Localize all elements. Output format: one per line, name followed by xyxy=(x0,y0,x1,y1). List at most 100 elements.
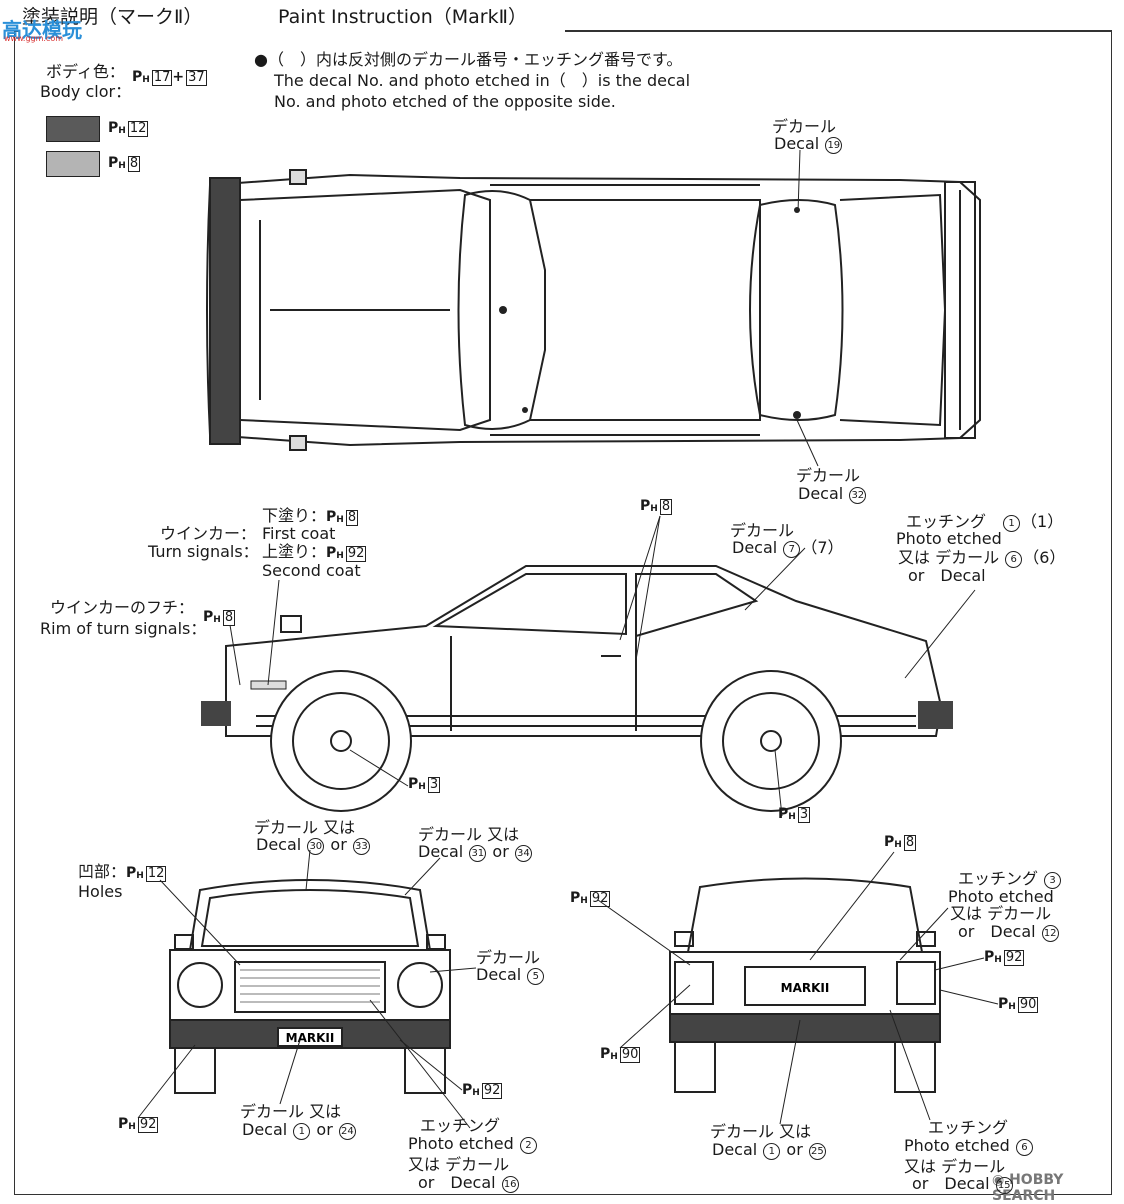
watermark-url: www.ggm.com xyxy=(4,34,64,43)
swatch-light xyxy=(46,151,100,177)
note-line-3: No. and photo etched of the opposite sid… xyxy=(274,92,616,111)
rear-etch-3-ja: エッチング 3 xyxy=(958,869,1062,889)
paint-no: 90 xyxy=(619,1047,641,1063)
paint-no: 8 xyxy=(222,610,236,626)
decal-ja: デカール xyxy=(710,1122,775,1141)
rear-or-decal-6-ja: 又は デカール xyxy=(904,1157,1006,1176)
side-decal-en: Decal 7（7） xyxy=(732,538,844,558)
or-decal-en: or Decal xyxy=(912,1174,990,1193)
ph-p: P xyxy=(884,834,895,850)
swatch-dark xyxy=(46,116,100,142)
front-etch-2-en: Photo etched 2 xyxy=(408,1134,538,1154)
ph-h: H xyxy=(136,871,144,881)
ph-p: P xyxy=(108,120,119,136)
decal-en: Decal xyxy=(774,134,820,153)
decal-number: 1 xyxy=(293,1123,311,1140)
decal-en: Decal xyxy=(418,842,464,861)
car-top-view xyxy=(206,169,981,451)
rear-decal-1-en: Decal 1 or 25 xyxy=(712,1140,827,1160)
label-second-coat: Second coat xyxy=(262,561,361,580)
ph-p: P xyxy=(600,1046,611,1062)
decal-number: 6 xyxy=(1005,551,1023,568)
side-or-decal-ja: 又は デカール 6（6） xyxy=(898,548,1065,568)
rear-plate-text: MARKII xyxy=(781,981,830,995)
or-decal-ja: 又は デカール xyxy=(898,548,1000,567)
side-etch-en: Photo etched xyxy=(896,529,1002,548)
decal-number: 32 xyxy=(849,487,867,504)
label-decal-en-32: Decal 32 xyxy=(798,484,867,504)
etch-en: Photo etched xyxy=(904,1136,1010,1155)
ph-h: H xyxy=(610,1052,618,1062)
title-en: Paint Instruction（MarkⅡ） xyxy=(278,6,527,28)
front-decal-1-en: Decal 1 or 24 xyxy=(242,1120,357,1140)
title-ja: 塗装説明（マークⅡ） xyxy=(22,6,203,28)
rear-etch-6-en: Photo etched 6 xyxy=(904,1136,1034,1156)
ph-h: H xyxy=(118,126,126,136)
ph-h: H xyxy=(472,1088,480,1098)
decal-en: Decal xyxy=(798,484,844,503)
paint-no: 3 xyxy=(427,777,441,793)
note-line-2: The decal No. and photo etched in（ ）is t… xyxy=(274,71,691,90)
paint-no: 90 xyxy=(1017,997,1039,1013)
decal-number: 24 xyxy=(338,1123,356,1140)
etch-ja: エッチング xyxy=(958,869,1039,888)
front-decal-30-en: Decal 30 or 33 xyxy=(256,835,371,855)
or-ja: 又は xyxy=(309,1102,342,1121)
decal-en: Decal xyxy=(712,1140,758,1159)
paint-no: 8 xyxy=(345,510,359,526)
decal-number: 16 xyxy=(501,1176,519,1193)
body-color-label-ja: ボディ色： xyxy=(46,62,125,81)
ph-h: H xyxy=(894,840,902,850)
label-decal-ja-32: デカール xyxy=(796,466,861,485)
paint-no: 92 xyxy=(481,1083,503,1099)
rear-etch-6-ja: エッチング xyxy=(928,1118,1009,1137)
etch-number: 6 xyxy=(1015,1139,1033,1156)
paint-no-2: 37 xyxy=(186,70,207,86)
decal-number: 33 xyxy=(352,838,370,855)
ph-h: H xyxy=(336,551,344,561)
plus-sign: + xyxy=(172,69,185,85)
car-side-view xyxy=(201,565,953,812)
paint-no: 92 xyxy=(137,1117,159,1133)
decal-number: 7 xyxy=(783,541,801,558)
ph-p: P xyxy=(462,1082,473,1098)
ph-h: H xyxy=(650,504,658,514)
ph-p: P xyxy=(984,949,995,965)
label-rim-en: Rim of turn signals： xyxy=(40,619,207,638)
paint-no: 8 xyxy=(127,156,141,172)
front-decal-5-en: Decal 5 xyxy=(476,965,545,985)
ph-p: P xyxy=(118,1116,129,1132)
ph-p: P xyxy=(570,890,581,906)
or-ja: 又は xyxy=(323,818,356,837)
decal-number: 25 xyxy=(808,1143,826,1160)
frame-top-right xyxy=(565,30,1112,32)
decal-ja: デカール xyxy=(240,1102,305,1121)
ph-h: H xyxy=(118,161,126,171)
front-plate-text: MARKII xyxy=(286,1031,335,1045)
or-ja: 又は xyxy=(487,825,520,844)
ph-p: P xyxy=(640,498,651,514)
ph-p: P xyxy=(108,155,119,171)
holes-en: Holes xyxy=(78,882,123,901)
ph-p: P xyxy=(132,69,143,85)
etch-number-opposite: （1） xyxy=(1021,512,1064,531)
ph-p: P xyxy=(326,545,337,561)
holes-ja-text: 凹部： xyxy=(78,862,127,881)
paint-no: 92 xyxy=(589,891,611,907)
ph-p: P xyxy=(326,509,337,525)
label-first-coat: First coat xyxy=(262,524,336,543)
ph-p: P xyxy=(203,609,214,625)
